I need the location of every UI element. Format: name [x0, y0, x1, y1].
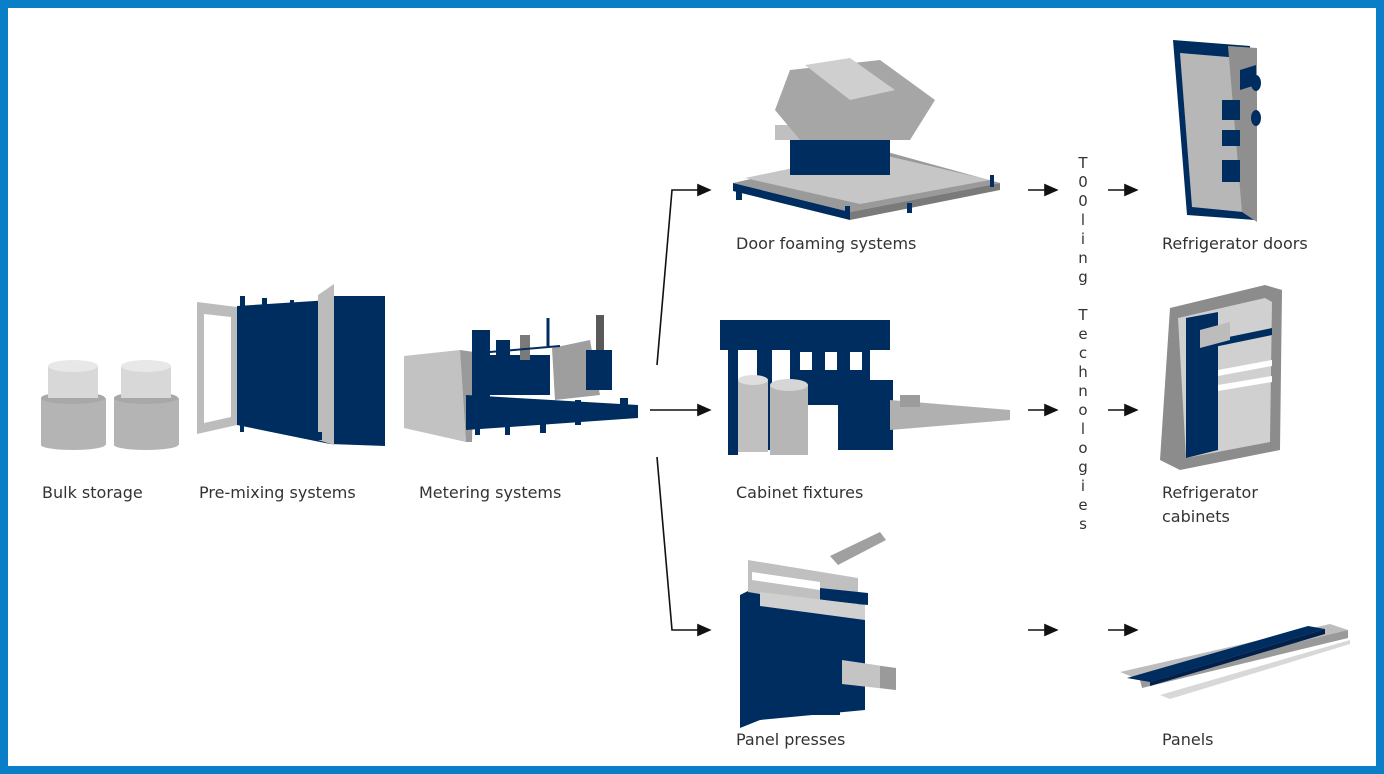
- tooling-letter: 0: [1078, 173, 1088, 191]
- label-door-foaming-systems: Door foaming systems: [736, 234, 917, 253]
- label-cabinet-fixtures: Cabinet fixtures: [736, 483, 864, 502]
- refrigerator-cabinet-icon: [1160, 285, 1282, 470]
- bulk-storage-icon: [41, 360, 179, 450]
- tooling-letter: 0: [1078, 192, 1088, 210]
- metering-to-panel-arrow: [656, 456, 712, 637]
- technologies-letter: i: [1080, 477, 1086, 495]
- panels-icon: [1120, 624, 1350, 699]
- metering-system-icon: [404, 315, 638, 442]
- technologies-letter: l: [1080, 420, 1086, 438]
- label-panel-presses: Panel presses: [736, 730, 846, 749]
- technologies-letter: o: [1078, 401, 1088, 419]
- tooling-letter: i: [1080, 230, 1086, 248]
- label-pre-mixing-systems: Pre-mixing systems: [199, 483, 356, 502]
- door-foaming-system-icon: [733, 58, 1000, 220]
- technologies-letter: g: [1078, 458, 1088, 476]
- technologies-letter: o: [1078, 439, 1088, 457]
- tooling-letter: T: [1078, 154, 1088, 172]
- technologies-letter: e: [1078, 496, 1088, 514]
- metering-to-door-arrow: [656, 183, 712, 366]
- label-panels: Panels: [1162, 730, 1214, 749]
- label-refrigerator-doors: Refrigerator doors: [1162, 234, 1308, 253]
- technologies-letter: s: [1079, 515, 1087, 533]
- technologies-letter: T: [1078, 306, 1088, 324]
- technologies-letter: e: [1078, 325, 1088, 343]
- flow-arrows: [650, 183, 1139, 637]
- technologies-letter: n: [1078, 382, 1088, 400]
- label-bulk-storage: Bulk storage: [42, 483, 143, 502]
- technologies-letter: h: [1078, 363, 1088, 381]
- technologies-letter: c: [1078, 344, 1088, 362]
- pre-mixing-system-icon: [197, 284, 385, 446]
- word-gap: [1073, 287, 1093, 306]
- label-metering-systems: Metering systems: [419, 483, 562, 502]
- refrigerator-door-icon: [1173, 40, 1261, 222]
- tooling-letter: g: [1078, 268, 1088, 286]
- tooling-technologies-vertical-text: T 0 0 l i n g T e c h n o l o g i e s: [1073, 154, 1093, 534]
- label-refrigerator-cabinets-line1: Refrigerator: [1162, 483, 1258, 502]
- panel-press-icon: [740, 532, 896, 728]
- tooling-letter: n: [1078, 249, 1088, 267]
- cabinet-fixtures-icon: [720, 320, 1010, 455]
- label-refrigerator-cabinets-line2: cabinets: [1162, 507, 1230, 526]
- tooling-letter: l: [1080, 211, 1086, 229]
